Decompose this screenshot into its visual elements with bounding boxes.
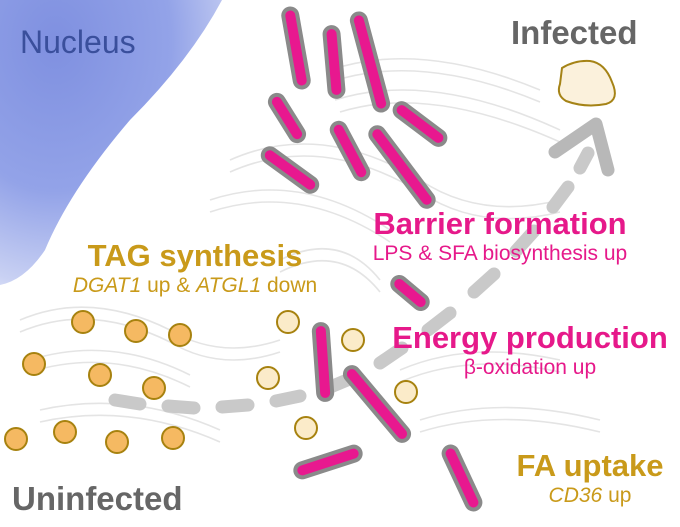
atgl1-down-text: down [261,274,318,297]
bacterium [329,120,371,182]
infected-cell-icon [557,59,616,107]
atgl1-gene: ATGL1 [196,274,262,297]
fa-uptake-title: FA uptake [516,448,664,483]
tag-synthesis-block: TAG synthesis DGAT1 up & ATGL1 down [40,238,350,298]
bacterium [322,25,346,99]
lipid-droplet [394,380,418,404]
cd36-gene: CD36 [548,484,603,507]
lipid-droplet [341,328,365,352]
lipid-droplet [124,319,148,343]
lipid-droplet [22,352,46,376]
barrier-formation-block: Barrier formation LPS & SFA biosynthesis… [340,206,660,266]
nucleus-region [0,0,222,285]
bacterium [281,6,311,90]
dgat1-gene: DGAT1 [72,274,142,297]
bacterium [267,92,307,144]
lipid-droplet [142,376,166,400]
lipid-droplet [161,426,185,450]
bacterium [441,444,483,512]
bacterium [311,322,335,402]
bacterium [392,101,448,147]
bacteria [260,6,483,512]
lipid-droplets [4,310,418,454]
lipid-droplet [4,427,28,451]
fa-uptake-block: FA uptake CD36 up [510,448,670,508]
bacterium [390,275,430,311]
bacterium [260,146,320,194]
uninfected-label: Uninfected [12,480,183,517]
barrier-formation-subtitle: LPS & SFA biosynthesis up [372,242,628,265]
bacterium [293,444,363,480]
lipid-droplet [168,323,192,347]
energy-production-title: Energy production [392,320,668,355]
bacterium [349,11,391,113]
tag-synthesis-title: TAG synthesis [87,238,303,273]
lipid-droplet [294,416,318,440]
nucleus-label: Nucleus [20,24,136,60]
tag-synthesis-subtitle: DGAT1 up & ATGL1 down [40,274,350,298]
energy-production-subtitle: β-oxidation up [463,356,597,379]
cd36-up-text: up [602,484,632,507]
lipid-droplet [71,310,95,334]
bacterium [342,365,412,443]
fa-uptake-subtitle: CD36 up [510,484,670,508]
bacterium [368,125,436,209]
lipid-droplet [256,366,280,390]
lipid-droplet [276,310,300,334]
dgat1-up-text: up & [141,274,197,297]
lipid-droplet [105,430,129,454]
infected-label: Infected [511,14,638,51]
lipid-droplet [88,363,112,387]
barrier-formation-title: Barrier formation [373,206,627,241]
lipid-droplet [53,420,77,444]
energy-production-block: Energy production β-oxidation up [380,320,680,380]
